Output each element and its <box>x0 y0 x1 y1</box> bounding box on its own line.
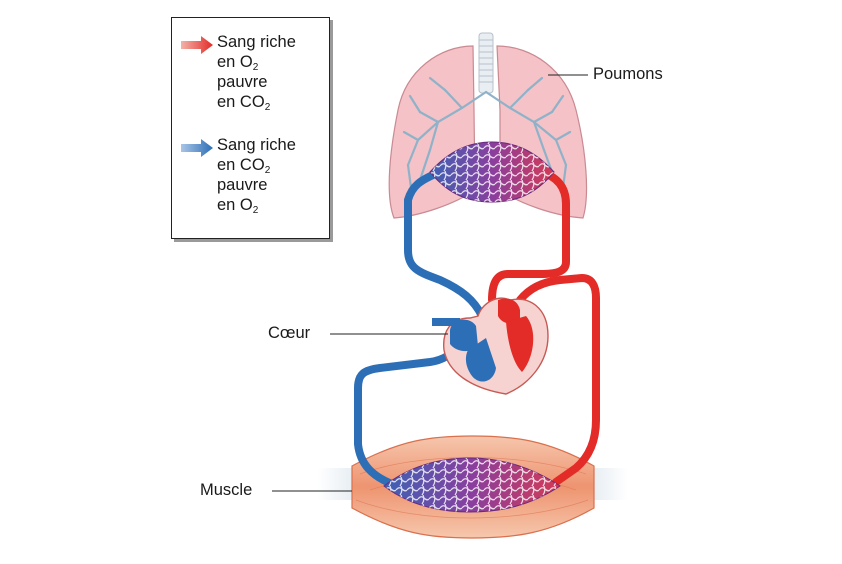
red-arrow-icon <box>181 36 213 54</box>
legend-deoxy-line2: en CO2 <box>217 156 271 176</box>
legend-box: Sang riche en O2 pauvre en CO2 Sang rich… <box>171 17 330 239</box>
right-ventricle <box>465 338 496 382</box>
legend-deoxy-line4: en O2 <box>217 196 259 216</box>
legend-oxy-line3: pauvre <box>217 73 268 91</box>
heart-label: Cœur <box>268 324 311 342</box>
left-ventricle <box>506 316 534 372</box>
legend-deoxy-line1: Sang riche <box>217 136 296 154</box>
trachea <box>478 32 494 94</box>
legend-oxy-line4: en CO2 <box>217 93 271 113</box>
lungs-label: Poumons <box>593 65 663 83</box>
legend-oxy-line1: Sang riche <box>217 33 296 51</box>
bronchial-tree <box>402 76 572 197</box>
pulmonary-artery-blue <box>404 168 486 320</box>
left-atrium <box>498 298 520 324</box>
legend-oxy-line2: en O2 <box>217 53 259 73</box>
right-atrium <box>450 319 478 352</box>
aorta-red <box>516 274 600 486</box>
blue-arrow-icon <box>181 139 213 157</box>
muscle-label: Muscle <box>200 481 253 499</box>
heart <box>432 297 549 395</box>
legend-deoxy-line3: pauvre <box>217 176 268 194</box>
pulmonary-vein-red <box>488 168 570 304</box>
